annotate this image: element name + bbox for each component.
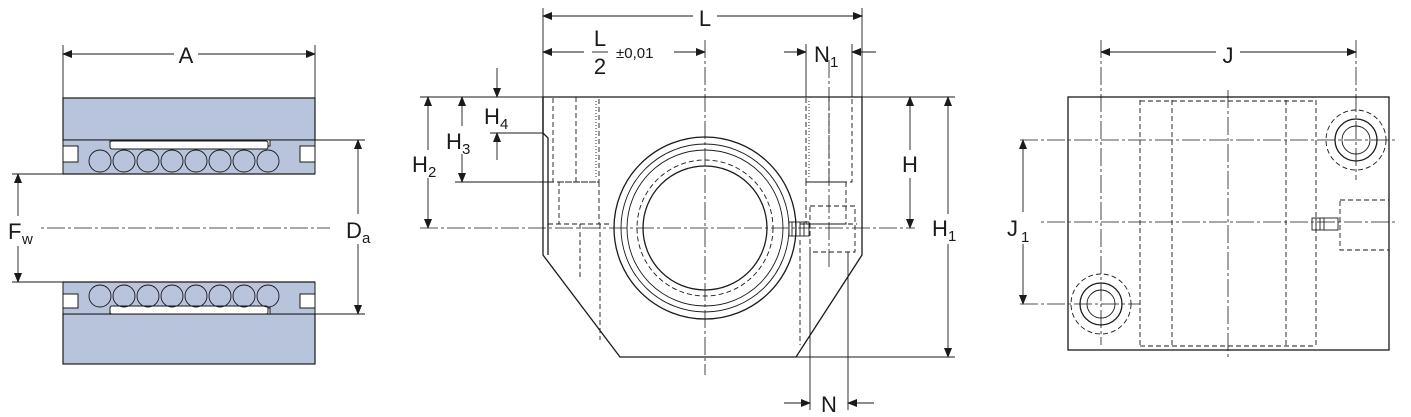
top-view-outline <box>1067 96 1390 351</box>
dim-h3-sub: 3 <box>462 141 470 158</box>
dim-n1-label: N <box>814 42 830 67</box>
housing-front-view: L L 2 ±0,01 N 1 H 4 H 3 H 2 <box>410 4 968 417</box>
dim-h4-label: H <box>484 104 500 129</box>
dim-j1-label: J <box>1007 216 1018 241</box>
dim-h4-sub: 4 <box>500 116 508 133</box>
bearing-section-view: A F w D a <box>6 42 378 365</box>
dim-h2-label: H <box>412 152 428 177</box>
dim-j1-sub: 1 <box>1021 229 1029 246</box>
dim-n1-sub: 1 <box>830 54 838 71</box>
dim-l2-numerator: L <box>594 26 606 51</box>
dim-l2-tolerance: ±0,01 <box>616 45 653 62</box>
dim-h3-label: H <box>446 129 462 154</box>
dim-h-label: H <box>902 152 918 177</box>
dim-a-label: A <box>179 43 194 68</box>
dim-fw-sub: w <box>21 231 33 248</box>
housing-top-band <box>62 97 316 141</box>
housing-top-view: J J 1 <box>1004 40 1395 360</box>
cage-bottom <box>109 305 269 315</box>
dim-fw-label: F <box>8 219 21 244</box>
balls-bottom <box>88 284 280 308</box>
dim-h2-sub: 2 <box>428 164 436 181</box>
dim-l-label: L <box>699 6 711 31</box>
housing-outline <box>542 96 863 358</box>
dim-h1-label: H <box>932 216 948 241</box>
dim-j-label: J <box>1223 43 1234 68</box>
dim-h1-sub: 1 <box>948 228 956 245</box>
cage-top <box>109 140 269 150</box>
dim-n-label: N <box>821 392 837 417</box>
dim-da-sub: a <box>362 230 371 247</box>
housing-bottom-band <box>62 313 316 365</box>
dim-l2-denominator: 2 <box>594 54 606 79</box>
dim-da-label: D <box>346 218 362 243</box>
balls-top <box>88 149 280 173</box>
